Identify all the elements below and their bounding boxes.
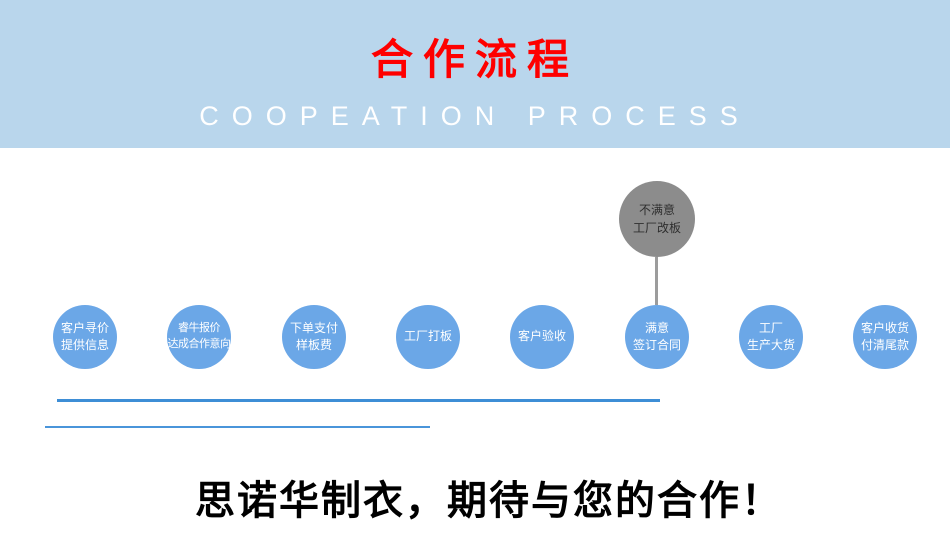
flow-step: 睿牛报价 达成合作意向 xyxy=(167,305,231,369)
flow-step: 工厂打板 xyxy=(396,305,460,369)
flow-step-label: 客户寻价 提供信息 xyxy=(60,320,109,352)
flow-step-label: 工厂 生产大货 xyxy=(746,320,795,352)
flow-step: 工厂 生产大货 xyxy=(739,305,803,369)
flow-step-label: 客户收货 付清尾款 xyxy=(860,320,909,352)
process-flowchart: 不满意 工厂改板 客户寻价 提供信息 睿牛报价 达成合作意向 下单支付 样板费 … xyxy=(0,148,950,448)
banner: 合作流程 COOPEATION PROCESS xyxy=(0,0,950,148)
flow-step-label: 工厂打板 xyxy=(403,329,452,344)
flow-step-label: 满意 签订合同 xyxy=(632,320,681,352)
underline-short xyxy=(45,426,430,428)
banner-title: 合作流程 xyxy=(370,36,579,83)
flow-step-label: 下单支付 样板费 xyxy=(289,320,338,352)
flow-step: 满意 签订合同 xyxy=(625,305,689,369)
underline-long xyxy=(57,399,660,402)
footer: 思诺华制衣，期待与您的合作！ xyxy=(0,468,950,526)
flow-step: 客户收货 付清尾款 xyxy=(853,305,917,369)
branch-connector-line xyxy=(655,257,658,305)
flow-step: 客户验收 xyxy=(510,305,574,369)
flow-step-label: 不满意 工厂改板 xyxy=(632,203,681,235)
flow-step: 客户寻价 提供信息 xyxy=(53,305,117,369)
slogan-text: 思诺华制衣，期待与您的合作！ xyxy=(195,479,783,523)
flow-step-label: 睿牛报价 达成合作意向 xyxy=(167,322,232,350)
flow-step-label: 客户验收 xyxy=(517,329,566,344)
flow-step-dissatisfied: 不满意 工厂改板 xyxy=(619,181,695,257)
flow-step: 下单支付 样板费 xyxy=(282,305,346,369)
banner-subtitle: COOPEATION PROCESS xyxy=(199,101,751,131)
